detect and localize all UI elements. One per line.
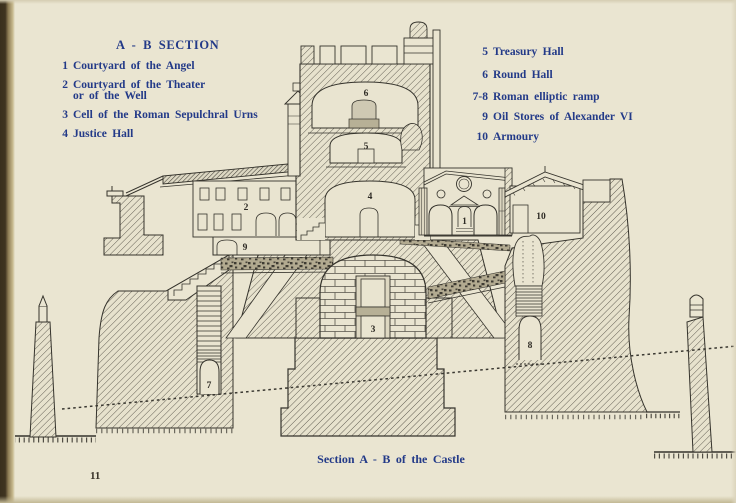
svg-text:9: 9 bbox=[243, 243, 248, 253]
legend-label: Armoury bbox=[493, 131, 539, 143]
legend-label: Courtyard of the Angel bbox=[73, 60, 195, 72]
legend-num: 3 bbox=[62, 109, 68, 121]
book-edge-bottom bbox=[0, 496, 736, 503]
book-edge-left bbox=[0, 0, 15, 503]
svg-text:2: 2 bbox=[244, 203, 249, 213]
book-edge-top bbox=[0, 0, 736, 4]
legend-item-3: 3 Cell of the Roman Sepulchral Urns bbox=[56, 109, 258, 121]
room-labels: 6 5 4 3 2 9 1 10 7 8 bbox=[207, 89, 546, 391]
right-bastion-wall bbox=[686, 294, 713, 453]
legend-label: Round Hall bbox=[493, 69, 553, 81]
staircase-left bbox=[167, 254, 230, 301]
svg-text:6: 6 bbox=[364, 89, 369, 99]
oil-stores-corridor-9 bbox=[212, 234, 334, 274]
svg-text:10: 10 bbox=[536, 212, 546, 222]
armoury-10 bbox=[504, 166, 611, 236]
legend-label-line2: or of the Well bbox=[73, 90, 147, 102]
left-bastion-wall bbox=[29, 294, 57, 438]
figure-caption: Section A - B of the Castle bbox=[317, 452, 465, 466]
central-tower bbox=[295, 21, 441, 241]
legend-num: 9 bbox=[482, 111, 488, 123]
svg-text:7: 7 bbox=[207, 381, 212, 391]
legend-label: Treasury Hall bbox=[493, 46, 564, 58]
legend-item-10: 10 Armoury bbox=[456, 131, 540, 143]
legend-num: 4 bbox=[62, 128, 68, 140]
ramp-course-line bbox=[61, 345, 736, 410]
ramp-shaft-8 bbox=[512, 234, 545, 365]
legend-label: Oil Stores of Alexander VI bbox=[493, 111, 633, 123]
legend-label: Justice Hall bbox=[73, 128, 134, 140]
section-title: A - B SECTION bbox=[116, 38, 220, 52]
ramp-shaft-7 bbox=[196, 285, 222, 395]
legend-label: Roman elliptic ramp bbox=[493, 91, 600, 103]
book-edge-right bbox=[731, 0, 736, 503]
legend-num: 2 bbox=[62, 79, 68, 91]
theater-courtyard-2 bbox=[125, 162, 299, 238]
legend-label: Cell of the Roman Sepulchral Urns bbox=[73, 109, 258, 121]
stepped-base bbox=[280, 337, 456, 437]
angel-courtyard-1 bbox=[418, 167, 513, 237]
legend-num: 1 bbox=[62, 60, 68, 72]
legend-num: 10 bbox=[476, 131, 489, 143]
legend-item-5: 5 Treasury Hall bbox=[456, 46, 564, 58]
legend-item-1: 1 Courtyard of the Angel bbox=[56, 60, 195, 72]
legend-num: 7-8 bbox=[472, 91, 488, 103]
svg-text:4: 4 bbox=[368, 192, 373, 202]
sepulchral-cell-3 bbox=[295, 254, 453, 339]
legend-item-9: 9 Oil Stores of Alexander VI bbox=[456, 111, 633, 123]
svg-text:5: 5 bbox=[364, 142, 369, 152]
svg-text:3: 3 bbox=[371, 325, 376, 335]
legend-item-4: 4 Justice Hall bbox=[56, 128, 133, 140]
legend-item-7-8: 7-8 Roman elliptic ramp bbox=[456, 91, 600, 103]
svg-text:1: 1 bbox=[462, 217, 467, 227]
page-number: 11 bbox=[90, 470, 101, 482]
legend-num: 5 bbox=[482, 46, 488, 58]
legend-num: 6 bbox=[482, 69, 488, 81]
legend-item-6: 6 Round Hall bbox=[456, 69, 553, 81]
svg-text:8: 8 bbox=[528, 341, 533, 351]
rubble-bands-right bbox=[399, 237, 511, 304]
